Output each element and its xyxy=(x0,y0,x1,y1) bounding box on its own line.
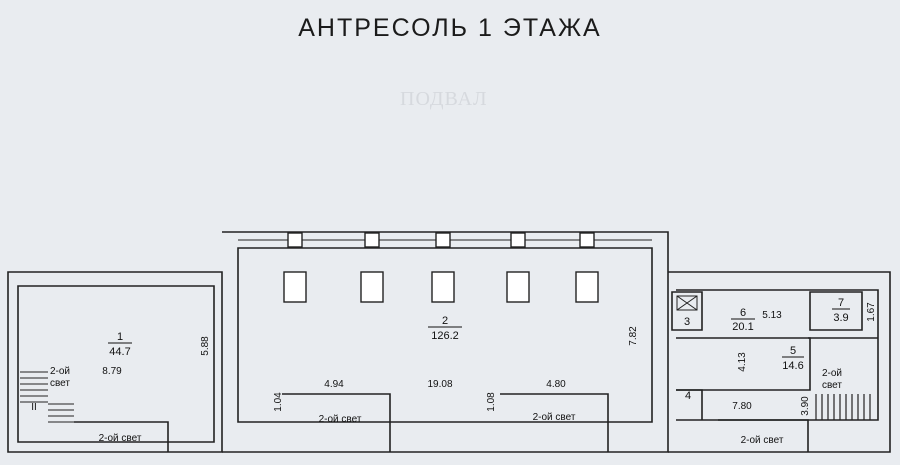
room-7-area: 3.9 xyxy=(833,312,848,324)
dim-r1-height: 5.88 xyxy=(200,336,211,356)
room-6-area: 20.1 xyxy=(732,321,753,333)
stairs-right xyxy=(815,394,871,420)
room-5-area: 14.6 xyxy=(782,360,803,372)
second-light-bay-hall-right: 2-ой свет xyxy=(533,412,576,423)
room-1-number: 1 xyxy=(117,331,123,343)
partition-r6-r5 xyxy=(676,337,811,391)
room-6-number: 6 xyxy=(740,307,746,319)
room-3-symbol xyxy=(676,295,698,311)
dim-r5-height: 3.90 xyxy=(800,396,811,416)
stairs-left xyxy=(20,371,74,423)
partition-r7 xyxy=(809,291,863,331)
dim-r6-height: 4.13 xyxy=(737,352,748,372)
stair-mark: II xyxy=(31,402,37,413)
wall-right-wing xyxy=(668,271,891,453)
wall-left-wing xyxy=(7,271,223,453)
wall-central-hall xyxy=(222,231,669,453)
dim-r2-height: 7.82 xyxy=(628,326,639,346)
partition-r4 xyxy=(676,389,703,420)
wall-left-wing-inner xyxy=(17,285,215,443)
dim-bottom-right: 7.80 xyxy=(732,401,752,412)
partition-r3 xyxy=(671,291,703,331)
dim-left-depth: 1.04 xyxy=(273,392,284,412)
bay-left-wing xyxy=(74,421,169,452)
second-light-left-b: свет xyxy=(50,378,70,389)
room-5-number: 5 xyxy=(790,345,796,357)
second-light-left-a: 2-ой xyxy=(50,366,70,377)
ghost-label: ПОДВАЛ xyxy=(400,88,488,110)
room-2-number: 2 xyxy=(442,315,448,327)
dim-right-opening: 4.80 xyxy=(546,379,566,390)
room-7-number: 7 xyxy=(838,297,844,309)
dim-r2-width: 19.08 xyxy=(427,379,452,390)
bay-hall-right xyxy=(500,393,609,452)
dim-left-opening: 4.94 xyxy=(324,379,344,390)
second-light-right-b: свет xyxy=(822,380,842,391)
wall-central-hall-inner xyxy=(237,247,653,423)
second-light-bay-right: 2-ой свет xyxy=(741,435,784,446)
second-light-bay-hall-left: 2-ой свет xyxy=(319,414,362,425)
second-light-bay-left: 2-ой свет xyxy=(99,433,142,444)
bay-right-wing xyxy=(718,419,809,452)
second-light-right-a: 2-ой xyxy=(822,368,842,379)
room-2-area: 126.2 xyxy=(431,330,459,342)
dim-r1-width: 8.79 xyxy=(102,366,122,377)
room-3-number: 3 xyxy=(684,316,690,328)
room-4-number: 4 xyxy=(685,390,691,402)
dim-r7-height: 1.67 xyxy=(866,302,877,322)
dim-right-depth: 1.08 xyxy=(486,392,497,412)
columns xyxy=(283,232,599,303)
room-1-area: 44.7 xyxy=(109,346,130,358)
plan-title: АНТРЕСОЛЬ 1 ЭТАЖА xyxy=(298,14,602,42)
dim-r6-width: 5.13 xyxy=(762,310,782,321)
bay-hall-left xyxy=(282,393,391,452)
